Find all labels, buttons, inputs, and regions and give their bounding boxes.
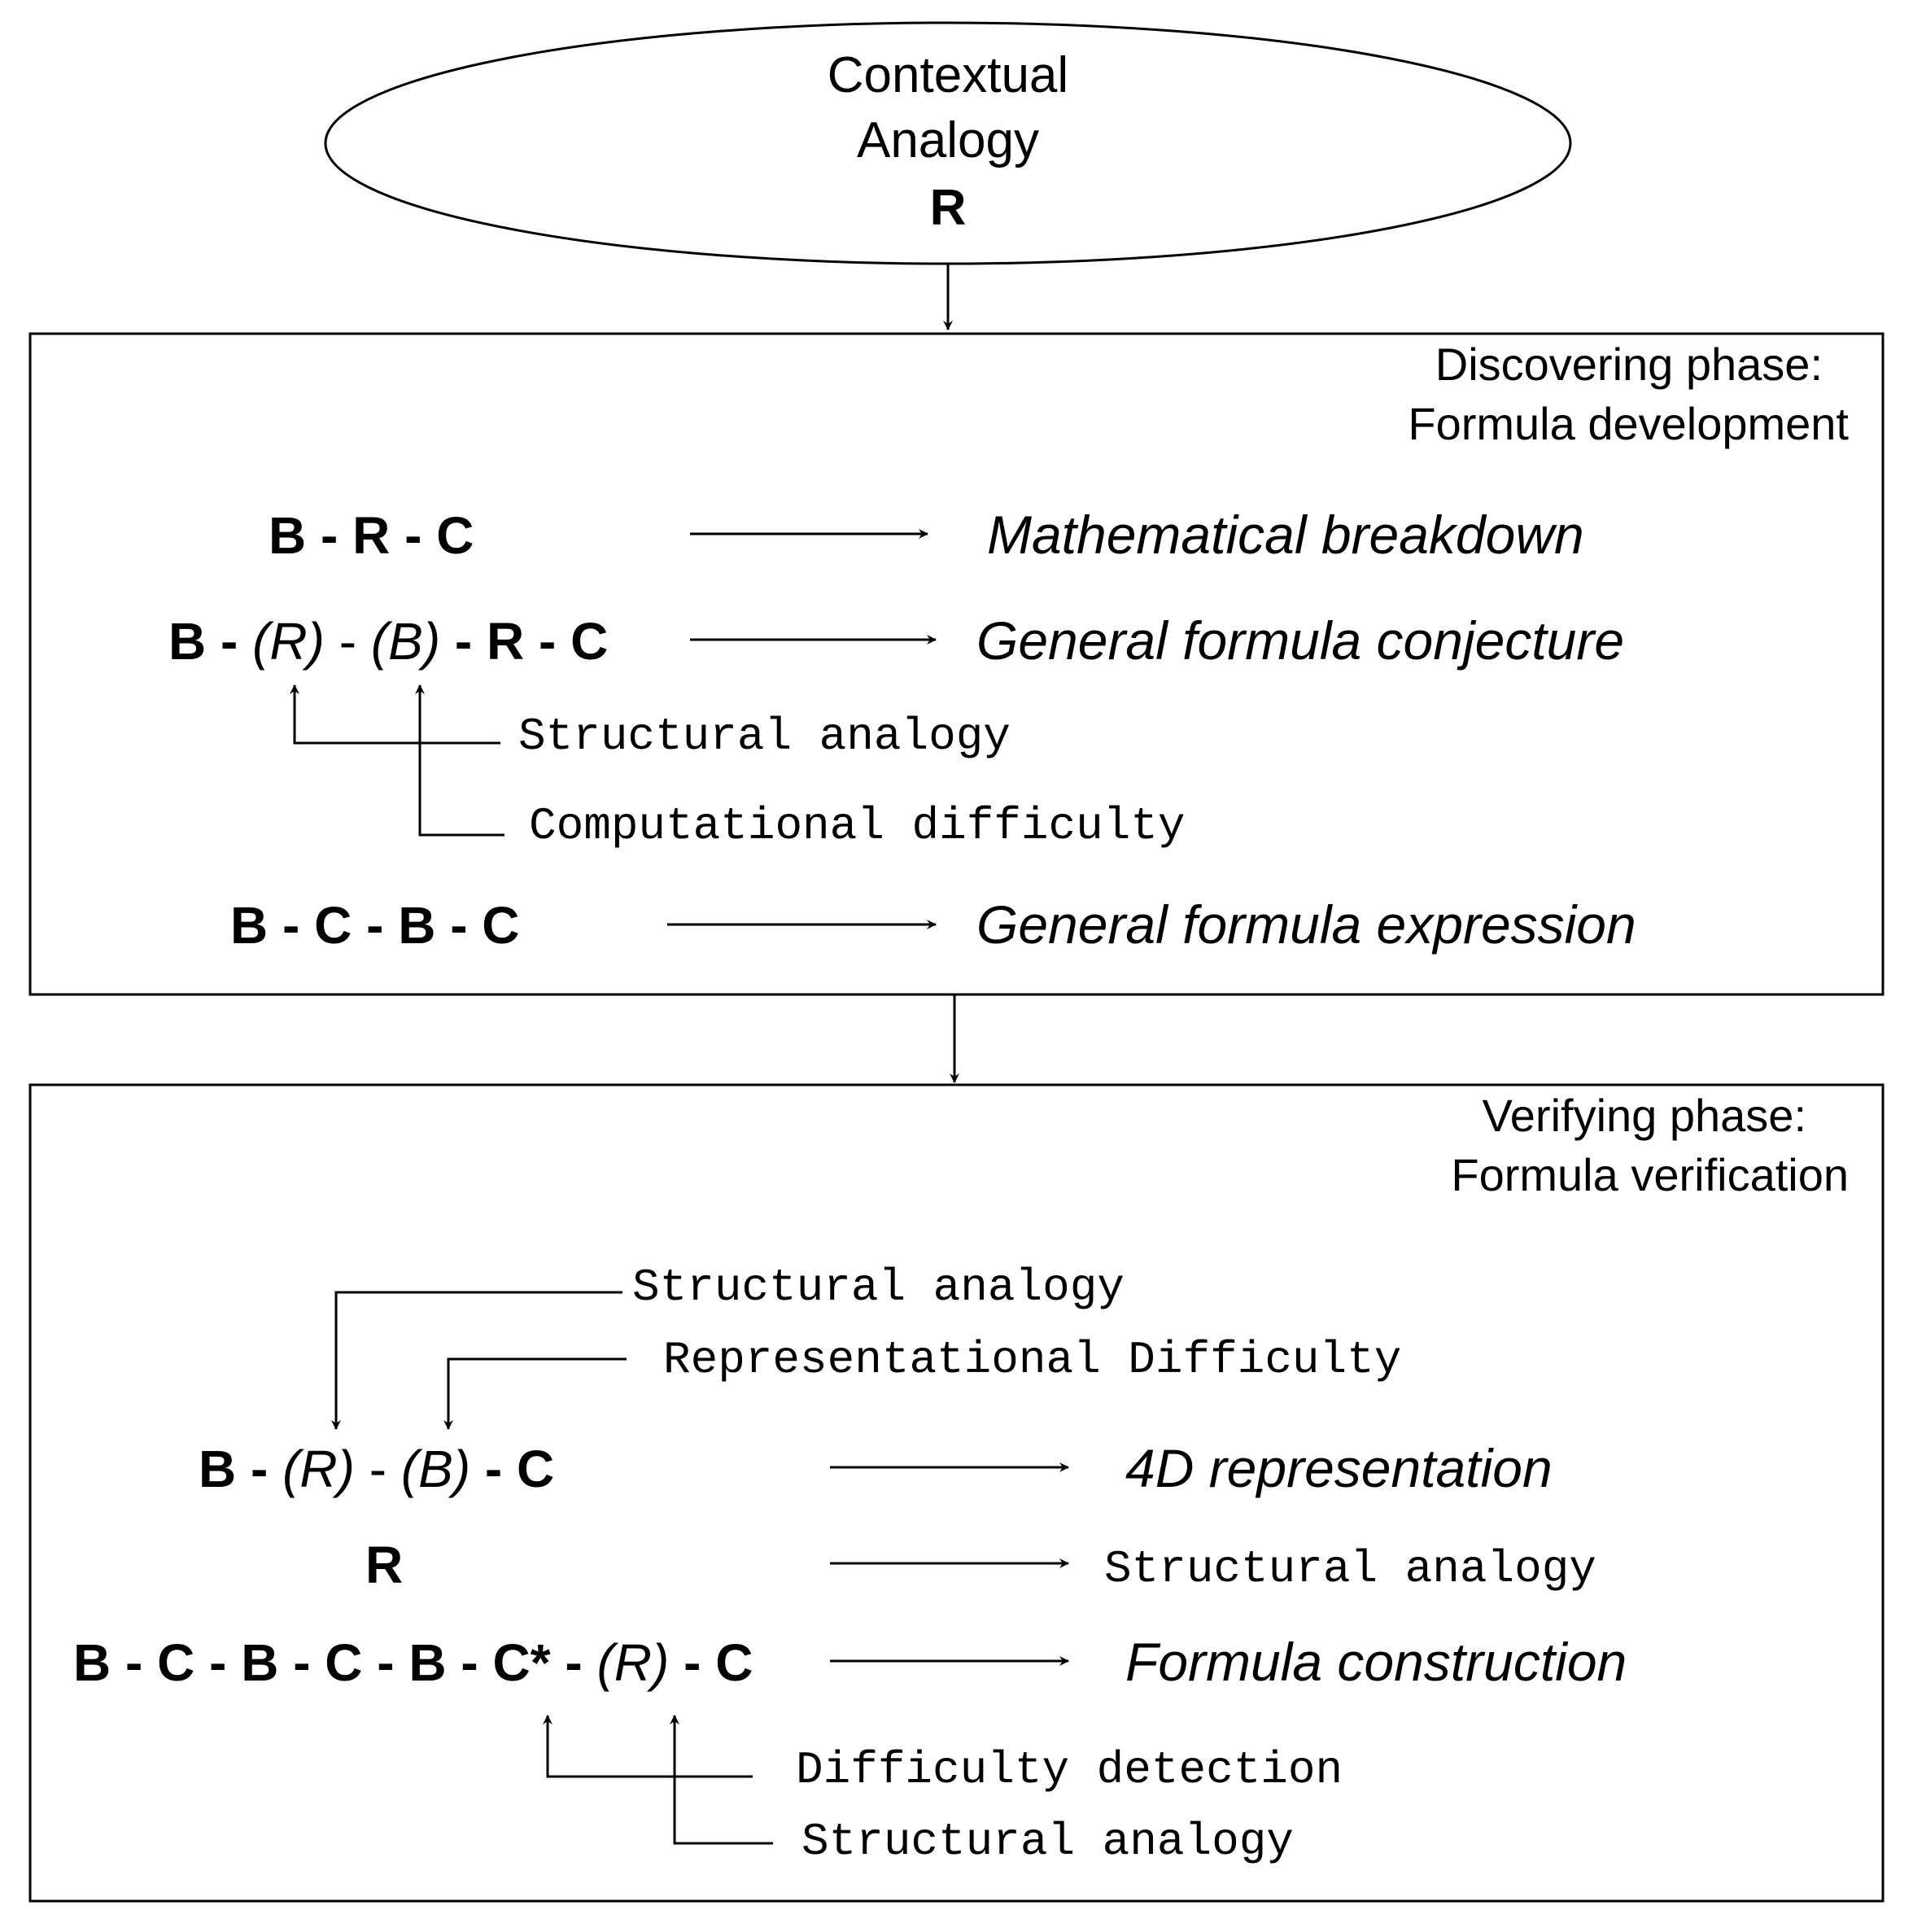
- result-general-formula-conjecture: General formula conjecture: [976, 610, 1624, 671]
- seq-part-head: B - C - B - C - B - C* -: [73, 1633, 596, 1692]
- connector-structural-analogy-top: [331, 1291, 622, 1430]
- sequence-b-c-b-c: B - C - B - C: [230, 896, 520, 955]
- seq-part-tail: - C: [470, 1440, 554, 1498]
- seq-part-r-optional: (R): [252, 612, 325, 671]
- annotation-structural-analogy-top: Structural analogy: [632, 1261, 1125, 1313]
- annotation-difficulty-detection: Difficulty detection: [796, 1744, 1343, 1796]
- contextual-analogy-node: Contextual Analogy R: [324, 21, 1572, 265]
- seq-part-tail: - R - C: [440, 612, 608, 671]
- result-mathematical-breakdown: Mathematical breakdown: [987, 505, 1584, 565]
- discovering-phase-title-line2: Formula development: [1408, 398, 1849, 449]
- annotation-computational-difficulty: Computational difficulty: [529, 800, 1186, 852]
- verifying-phase-box: Verifying phase: Formula verification St…: [28, 1083, 1885, 1903]
- contextual-analogy-label-line2: Analogy: [857, 112, 1039, 168]
- connector-representational-difficulty: [443, 1357, 627, 1430]
- annotation-structural-analogy-bottom: Structural analogy: [801, 1816, 1294, 1868]
- connector-structural-analogy-bottom: [670, 1715, 773, 1845]
- result-structural-analogy: Structural analogy: [1104, 1543, 1596, 1595]
- annotation-representational-difficulty: Representational Difficulty: [663, 1334, 1401, 1386]
- discovering-phase-border: [28, 332, 1885, 996]
- seq-part-r-optional: (R): [596, 1633, 669, 1692]
- result-formula-construction: Formula construction: [1125, 1632, 1627, 1692]
- sequence-b-r-c: B - R - C: [269, 506, 474, 565]
- discovering-phase-title-line1: Discovering phase:: [1435, 339, 1823, 390]
- seq-part-tail: - C: [669, 1633, 753, 1692]
- verifying-phase-border: [28, 1083, 1885, 1903]
- connector-computational-difficulty: [415, 684, 504, 837]
- seq-part-r-optional: (R): [282, 1440, 355, 1498]
- contextual-analogy-label-line1: Contextual: [828, 47, 1068, 103]
- seq-part-dash: -: [355, 1440, 401, 1498]
- seq-part-b: B -: [199, 1440, 282, 1498]
- sequence-formula-construction: B - C - B - C - B - C* - (R) - C: [73, 1633, 753, 1692]
- connector-difficulty-detection: [543, 1715, 753, 1778]
- seq-part-dash: -: [325, 612, 371, 671]
- discovering-phase-box: Discovering phase: Formula development B…: [28, 332, 1885, 996]
- result-4d-representation: 4D representation: [1125, 1438, 1553, 1498]
- sequence-b-r-b-r-c: B - (R) - (B) - R - C: [168, 612, 608, 671]
- contextual-analogy-ellipse: [324, 21, 1572, 265]
- result-general-formula-expression: General formula expression: [976, 894, 1636, 955]
- seq-part-b-optional: (B): [371, 612, 440, 671]
- verifying-phase-title-line2: Formula verification: [1451, 1149, 1849, 1200]
- sequence-r: R: [365, 1536, 403, 1594]
- seq-part-b: B -: [168, 612, 252, 671]
- annotation-structural-analogy: Structural analogy: [518, 710, 1011, 763]
- connector-structural-analogy: [290, 684, 500, 745]
- contextual-analogy-label-r: R: [930, 180, 967, 236]
- seq-part-b-optional: (B): [401, 1440, 470, 1498]
- sequence-b-r-b-c: B - (R) - (B) - C: [199, 1440, 554, 1498]
- verifying-phase-title-line1: Verifying phase:: [1483, 1090, 1806, 1141]
